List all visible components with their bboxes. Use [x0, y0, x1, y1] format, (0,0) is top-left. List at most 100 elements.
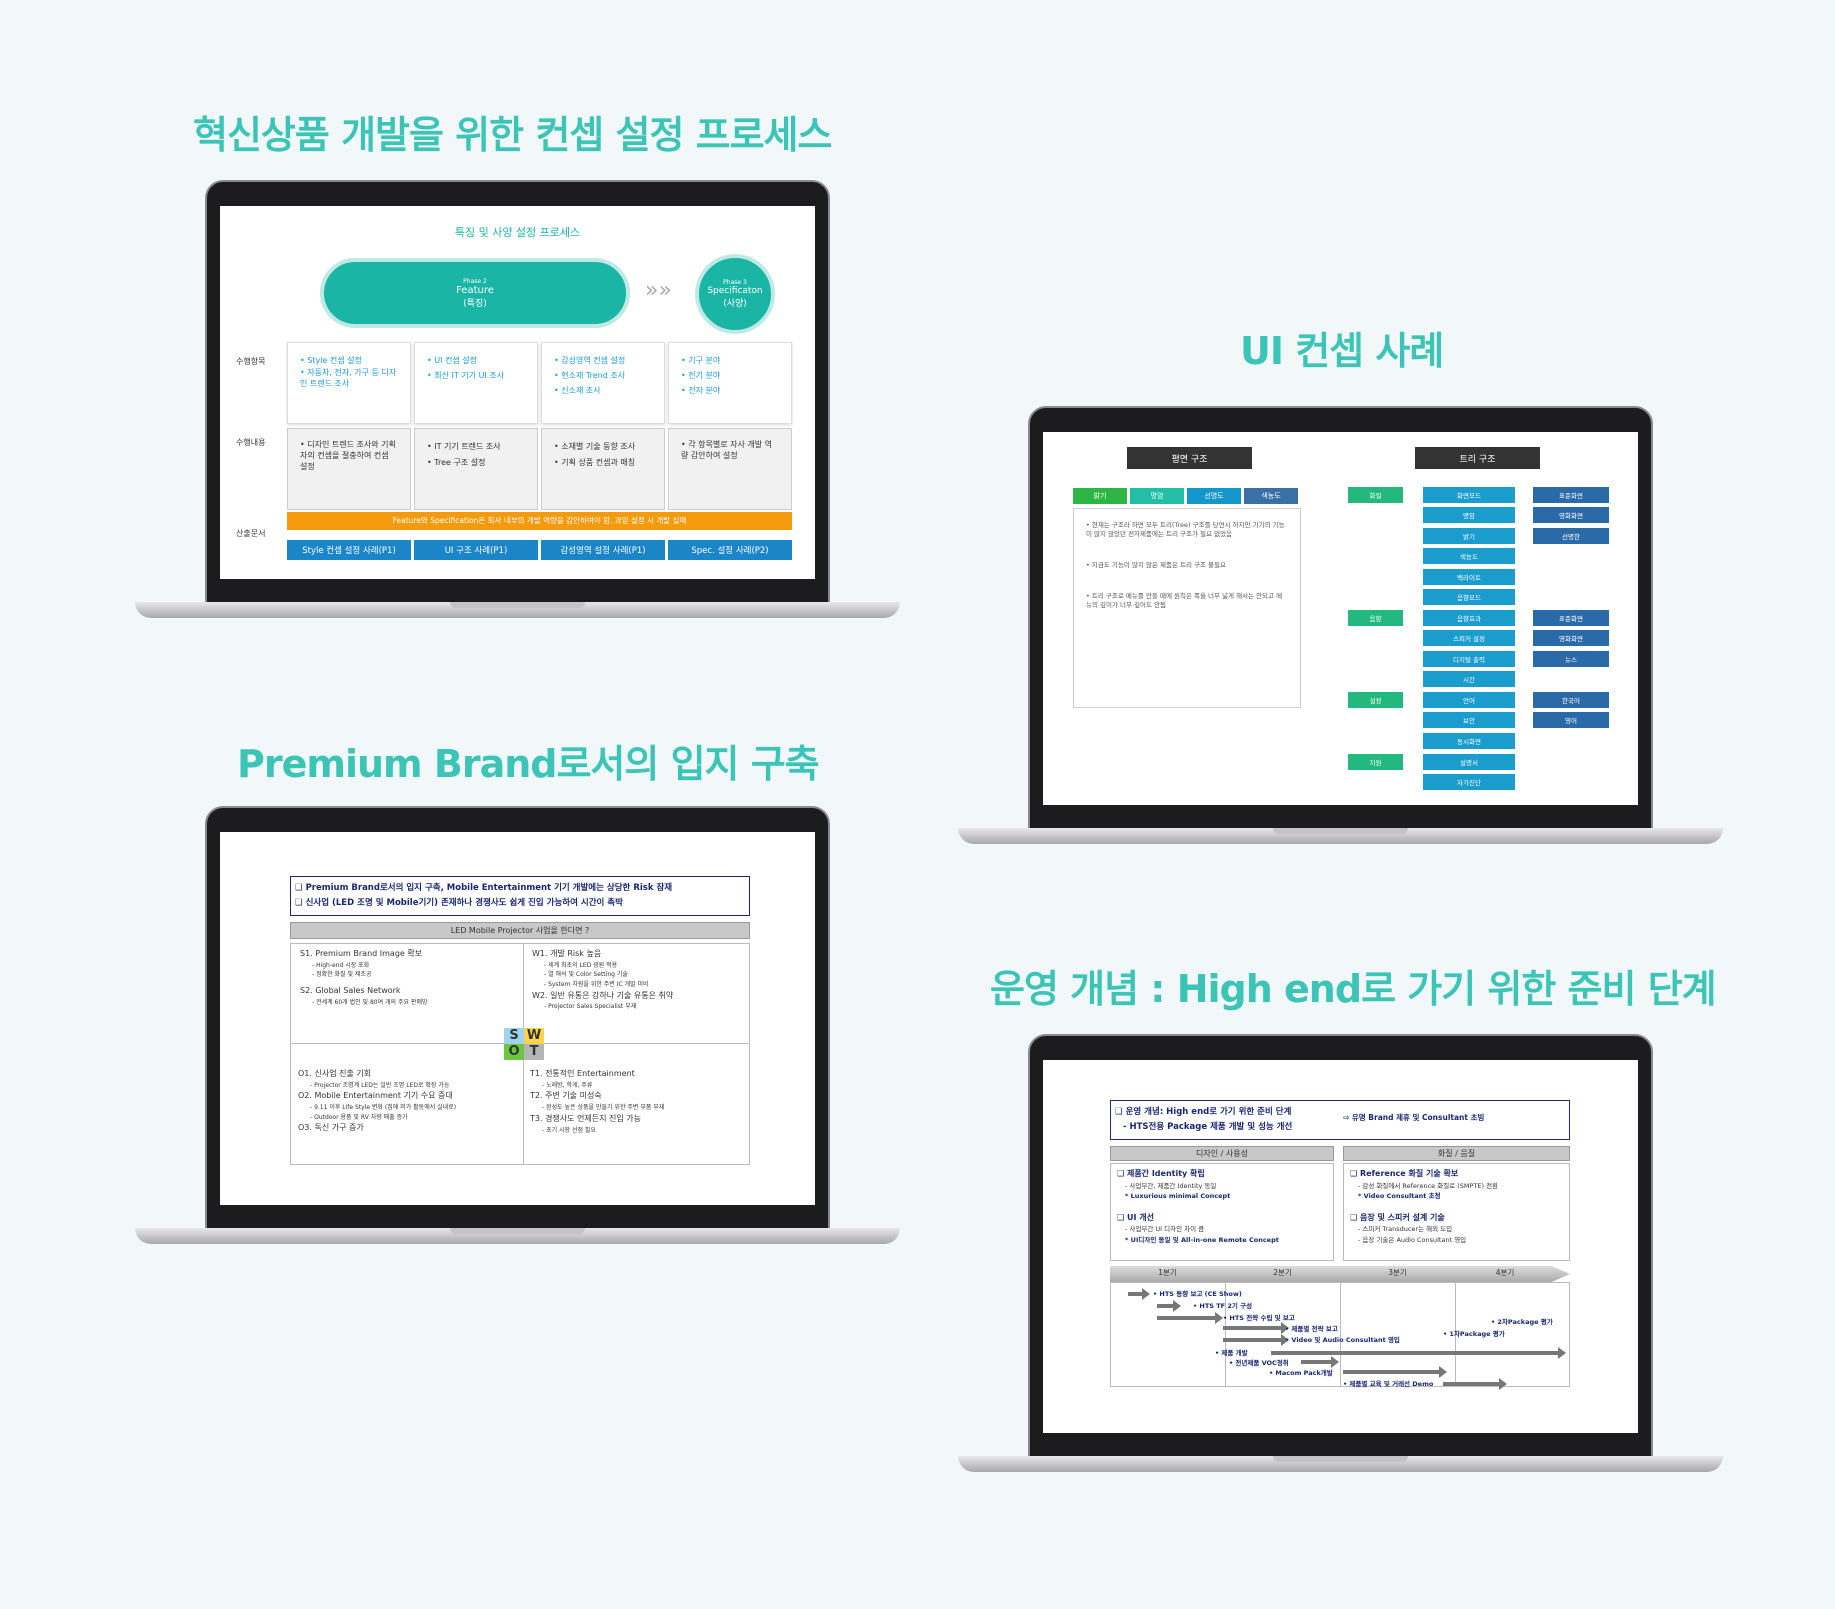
tree-node-l2[interactable]: 음향효과 [1423, 610, 1515, 626]
section-title-premium-brand: Premium Brand로서의 입지 구축 [237, 742, 820, 786]
task-label: • HTS 동향 보고 (CE Show) [1153, 1290, 1242, 1298]
phase3-label: Phase 3 [723, 279, 747, 286]
task-label: • 2차Package 평가 [1491, 1318, 1553, 1326]
task-label: • 제품별 전략 보고 [1285, 1325, 1338, 1333]
block-heading: ❑ 제품간 Identity 확립 [1117, 1169, 1205, 1178]
tree-node-l2[interactable]: 색농도 [1423, 548, 1515, 564]
output-style-button[interactable]: Style 컨셉 설정 사례(P1) [287, 540, 411, 560]
item-text: • 현소재 Trend 조사 [554, 371, 626, 381]
opportunities-block: O1. 신사업 진출 기회 - Projector 조명계 LED는 일반 조명… [298, 1068, 518, 1135]
item-card-ui: • UI 컨셉 설정 • 최신 IT 기기 UI 조사 [414, 342, 538, 424]
tree-node-l2[interactable]: 시간 [1423, 671, 1515, 687]
quarter-label: 4분기 [1495, 1268, 1515, 1277]
quarter-timeline [1110, 1266, 1570, 1282]
swot-detail: - Projector Sales Specialist 부재 [544, 1003, 637, 1011]
tree-node-l3[interactable]: 표준화면 [1533, 610, 1609, 626]
note-text: • 지금도 기능이 많지 않은 제품은 트리 구조 불필요 [1086, 561, 1226, 570]
phase2-label: Phase 2 [463, 277, 487, 285]
tree-node-l2[interactable]: 밝기 [1423, 528, 1515, 544]
chip-color[interactable]: 색농도 [1244, 488, 1298, 504]
swot-detail: - 열 해석 및 Color Setting 기술 [544, 971, 628, 979]
question-bar: LED Mobile Projector 사업을 한다면 ? [290, 922, 750, 939]
quarter-label: 2분기 [1273, 1268, 1292, 1277]
tree-node-l2[interactable]: 디지털 출력 [1423, 651, 1515, 667]
laptop-concept-process: 특징 및 사양 설정 프로세스 Phase 2 Feature (특징) »» … [135, 180, 900, 620]
schedule-arrow [1157, 1312, 1223, 1324]
tree-node-l3[interactable]: 영화화면 [1533, 630, 1609, 646]
tree-node-l2[interactable]: 화면모드 [1423, 487, 1515, 503]
tree-node-l2[interactable]: 자가진단 [1423, 774, 1515, 790]
phase3-name: Specificaton [707, 286, 763, 296]
tree-node-picture[interactable]: 화질 [1348, 487, 1403, 503]
phase3-sub: (사양) [723, 299, 747, 309]
swot-heading: O1. 신사업 진출 기회 [298, 1069, 372, 1078]
flat-structure-notes: • 현재는 구조라 하면 모두 트리(Tree) 구조를 당연시 하지만 기기의… [1073, 508, 1301, 708]
weaknesses-block: W1. 개발 Risk 높음 - 세계 최초의 LED 광원 적용 - 열 해석… [532, 948, 747, 1012]
block-detail: - 사업부간, 제품간 Identity 동일 [1125, 1181, 1217, 1190]
tree-node-l2[interactable]: 명암 [1423, 507, 1515, 523]
tree-node-l3[interactable]: 영어 [1533, 712, 1609, 728]
process-heading: 특징 및 사양 설정 프로세스 [454, 226, 581, 239]
column-header-design: 디자인 / 사용성 [1110, 1146, 1334, 1161]
tree-node-l2[interactable]: 보안 [1423, 712, 1515, 728]
content-card-emotion: • 소재별 기술 동향 조사 • 기획 상품 컨셉과 매칭 [541, 428, 665, 510]
laptop-operation-concept: ❑ 운영 개념: High end로 가기 위한 준비 단계 - HTS전용 P… [958, 1034, 1723, 1474]
section-title-operation-concept: 운영 개념 : High end로 가기 위한 준비 단계 [990, 967, 1717, 1011]
quality-block: ❑ Reference 화질 기술 확보 - 감성 화질에서 Reference… [1343, 1163, 1570, 1261]
tree-node-l2[interactable]: 스피커 설정 [1423, 630, 1515, 646]
block-detail: * UI디자인 동일 및 All-in-one Remote Concept [1125, 1235, 1279, 1244]
task-label: • 제품별 교육 및 거래선 Demo [1343, 1380, 1434, 1388]
task-label: • 전년제품 VOC정취 [1229, 1359, 1289, 1367]
tree-node-l2[interactable]: 동시화면 [1423, 733, 1515, 749]
block-detail: - 감성 화질에서 Reference 화질로 (SMPTE) 전환 [1358, 1181, 1499, 1190]
content-text: • 디자인 트렌드 조사와 기획자의 컨셉을 절충하여 컨셉 설정 [300, 440, 396, 472]
item-text: • 자동차, 전자, 가구 등 디자인 트렌드 조사 [300, 368, 397, 388]
row-label-outputs: 산출문서 [236, 529, 266, 538]
schedule-arrow [1128, 1288, 1150, 1300]
item-text: • 감성영역 컨셉 설정 [554, 356, 626, 365]
threats-block: T1. 전통적인 Entertainment - 노래방, 학게, 주류 T2.… [530, 1068, 745, 1135]
swot-t: T [524, 1044, 544, 1060]
swot-box [290, 943, 750, 1165]
tree-node-l3[interactable]: 표준화면 [1533, 487, 1609, 503]
tree-node-l2[interactable]: 설명서 [1423, 754, 1515, 770]
swot-heading: W2. 일반 유통은 강하나 기술 유통은 취약 [532, 990, 674, 1000]
block-detail: * Video Consultant 초청 [1358, 1192, 1441, 1201]
item-text: • 신소재 조사 [554, 386, 601, 396]
tree-node-l3[interactable]: 선명한 [1533, 528, 1609, 544]
chip-brightness[interactable]: 밝기 [1073, 488, 1127, 504]
chip-sharpness[interactable]: 선명도 [1187, 488, 1241, 504]
schedule-arrow [1223, 1334, 1289, 1346]
tree-node-sound[interactable]: 음향 [1348, 610, 1403, 626]
tree-node-l3[interactable]: 한국어 [1533, 692, 1609, 708]
tree-node-settings[interactable]: 설정 [1348, 692, 1403, 708]
output-emotion-button[interactable]: 감성영역 설정 사례(P1) [541, 540, 665, 560]
tree-node-l2[interactable]: 백라이트 [1423, 569, 1515, 585]
schedule-arrow [1157, 1300, 1181, 1312]
tree-node-l2[interactable]: 언어 [1423, 692, 1515, 708]
output-ui-button[interactable]: UI 구조 사례(P1) [414, 540, 538, 560]
block-detail: - 스피커 Transducer는 해외 도입 [1358, 1225, 1453, 1234]
phase3-specification: Phase 3 Specificaton (사양) [695, 254, 775, 334]
swot-heading: S1. Premium Brand Image 확보 [300, 949, 423, 958]
output-spec-button[interactable]: Spec. 설정 사례(P2) [668, 540, 792, 560]
task-label: • 1차Package 평가 [1443, 1330, 1505, 1338]
content-text: • 기획 상품 컨셉과 매칭 [554, 458, 636, 467]
item-text: • 전기 분야 [681, 371, 721, 381]
laptop-screen: 특징 및 사양 설정 프로세스 Phase 2 Feature (특징) »» … [220, 206, 815, 579]
tree-node-l2[interactable]: 음향모드 [1423, 589, 1515, 605]
block-detail: * Luxurious minimal Concept [1125, 1192, 1231, 1201]
schedule-arrow [1271, 1347, 1566, 1359]
tree-node-l3[interactable]: 영화화면 [1533, 507, 1609, 523]
tree-node-l3[interactable]: 뉴스 [1533, 651, 1609, 667]
item-text: • 최신 IT 기기 UI 조사 [427, 371, 505, 381]
row-label-items: 수행항목 [236, 357, 266, 366]
item-card-style: • Style 컨셉 설정 • 자동차, 전자, 가구 등 디자인 트렌드 조사 [287, 342, 411, 424]
swot-heading: O2. Mobile Entertainment 기기 수요 증대 [298, 1091, 453, 1101]
swot-detail: - 완성도 높은 상품을 만들기 위한 주변 부품 부재 [542, 1104, 665, 1112]
tree-node-support[interactable]: 지원 [1348, 754, 1403, 770]
chip-contrast[interactable]: 명암 [1130, 488, 1184, 504]
section-title-concept-process: 혁신상품 개발을 위한 컨셉 설정 프로세스 [193, 113, 832, 157]
content-text: • 소재별 기술 동향 조사 [554, 442, 636, 451]
item-text: • Style 컨셉 설정 [300, 356, 362, 365]
